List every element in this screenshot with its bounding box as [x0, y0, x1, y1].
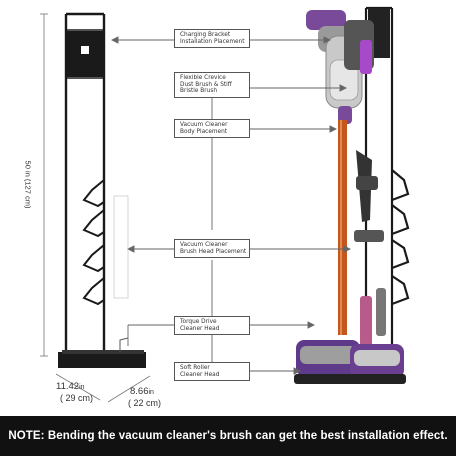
height-dimension: [40, 13, 48, 357]
depth-dimension-label: 8.66in: [130, 386, 154, 397]
label-line: Body Placement: [180, 128, 228, 135]
label-charging-bracket: Charging Bracket Installation Placement: [174, 29, 250, 48]
label-line: Torque Drive: [180, 318, 217, 325]
label-line: Vacuum Cleaner: [180, 241, 228, 248]
plate-hole: [81, 46, 89, 54]
label-line: Charging Bracket: [180, 31, 231, 38]
label-line: Brush Head Placement: [180, 248, 247, 255]
label-line: Dust Brush & Stiff: [180, 81, 232, 88]
label-line: Soft Roller: [180, 364, 210, 371]
label-soft-roller: Soft Roller Cleaner Head: [174, 362, 250, 381]
accessory-tools: [354, 150, 386, 346]
label-line: Installation Placement: [180, 38, 245, 45]
height-dimension-label: 50 in (127 cm): [23, 160, 33, 209]
width-inches: 11.42: [56, 381, 80, 392]
wand-highlight: [340, 120, 342, 335]
depth-inch-unit: in: [148, 389, 154, 396]
label-line: Cleaner Head: [180, 325, 220, 332]
label-vacuum-body: Vacuum Cleaner Body Placement: [174, 119, 250, 138]
width-cm-label: ( 29 cm): [60, 393, 94, 403]
stand-base-top: [62, 350, 144, 354]
vacuum-wand: [338, 120, 347, 335]
callout-arrows: [110, 36, 352, 375]
brush-head-bracket: [113, 195, 129, 299]
cleaner-heads: [294, 340, 406, 384]
installation-note: NOTE: Bending the vacuum cleaner's brush…: [0, 416, 456, 456]
vacuum-body: [306, 10, 374, 124]
stand-base: [58, 352, 146, 368]
label-brush-head: Vacuum Cleaner Brush Head Placement: [174, 239, 250, 258]
base-hook: [119, 337, 129, 352]
label-line: Vacuum Cleaner: [180, 121, 228, 128]
depth-cm-label: ( 22 cm): [128, 398, 162, 408]
label-line: Bristle Brush: [180, 88, 218, 95]
label-torque-drive: Torque Drive Cleaner Head: [174, 316, 250, 335]
depth-inches: 8.66: [130, 386, 149, 397]
stand-left-hooks: [82, 179, 105, 306]
label-line: Flexible Crevice: [180, 75, 226, 82]
label-line: Cleaner Head: [180, 371, 220, 378]
label-crevice-tools: Flexible Crevice Dust Brush & Stiff Bris…: [174, 72, 250, 98]
width-dimension-label: 11.42in: [56, 381, 85, 392]
width-inch-unit: in: [79, 384, 85, 391]
width-dimension: [55, 373, 151, 403]
